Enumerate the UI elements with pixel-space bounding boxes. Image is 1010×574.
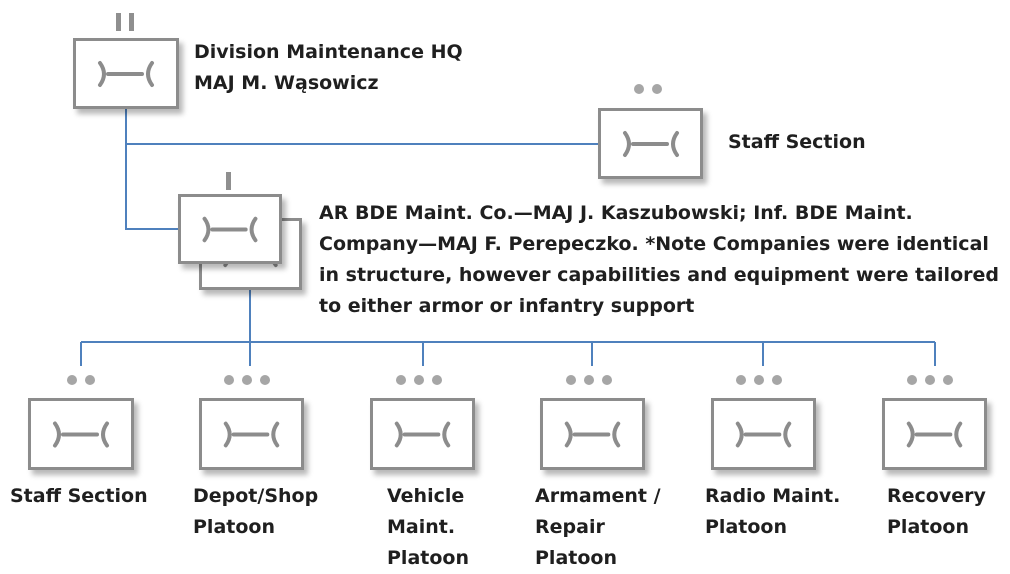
hq-commander: MAJ M. Wąsowicz	[194, 72, 379, 94]
sub-staff-label: Staff Section	[10, 485, 148, 507]
armament-unit-box[interactable]	[540, 398, 645, 470]
company-label: AR BDE Maint. Co.—MAJ J. Kaszubowski; In…	[319, 202, 999, 317]
maintenance-symbol-icon	[735, 421, 792, 448]
maintenance-symbol-icon	[623, 131, 679, 157]
recovery-label: Recovery Platoon	[887, 485, 986, 538]
vehicle-echelon-mark	[396, 375, 442, 385]
vehicle-unit-box[interactable]	[370, 398, 475, 470]
armament-label: Armament / Repair Platoon	[535, 485, 661, 569]
depot-label: Depot/Shop Platoon	[193, 485, 319, 538]
radio-label: Radio Maint. Platoon	[705, 485, 841, 538]
maintenance-symbol-icon	[202, 216, 258, 243]
armament-echelon-mark	[566, 375, 612, 385]
hq-name: Division Maintenance HQ	[194, 41, 463, 63]
hq-label: Division Maintenance HQ MAJ M. Wąsowicz	[194, 37, 463, 99]
maintenance-symbol-icon	[394, 421, 451, 448]
division-staff-label: Staff Section	[728, 131, 866, 153]
hq-echelon-mark	[116, 13, 134, 31]
sub-staff-echelon-mark	[67, 375, 95, 385]
recovery-unit-box[interactable]	[882, 398, 987, 470]
maintenance-symbol-icon	[98, 61, 154, 87]
radio-unit-box[interactable]	[711, 398, 816, 470]
depot-echelon-mark	[224, 375, 270, 385]
company-unit-box[interactable]	[178, 194, 282, 264]
maintenance-symbol-icon	[223, 421, 280, 448]
maintenance-symbol-icon	[906, 421, 963, 448]
maintenance-symbol-icon	[564, 421, 621, 448]
hq-unit-box[interactable]	[73, 38, 179, 109]
recovery-echelon-mark	[907, 375, 953, 385]
sub-staff-unit-box[interactable]	[28, 398, 134, 470]
vehicle-label: Vehicle Maint. Platoon	[387, 485, 469, 569]
division-staff-unit-box[interactable]	[598, 108, 703, 179]
radio-echelon-mark	[736, 375, 782, 385]
division-staff-echelon-mark	[634, 84, 662, 94]
depot-unit-box[interactable]	[199, 398, 304, 470]
company-echelon-mark	[226, 172, 231, 190]
hq-to-company-connector	[125, 144, 178, 230]
hq-to-staff-connector	[125, 108, 598, 145]
maintenance-symbol-icon	[53, 421, 109, 448]
